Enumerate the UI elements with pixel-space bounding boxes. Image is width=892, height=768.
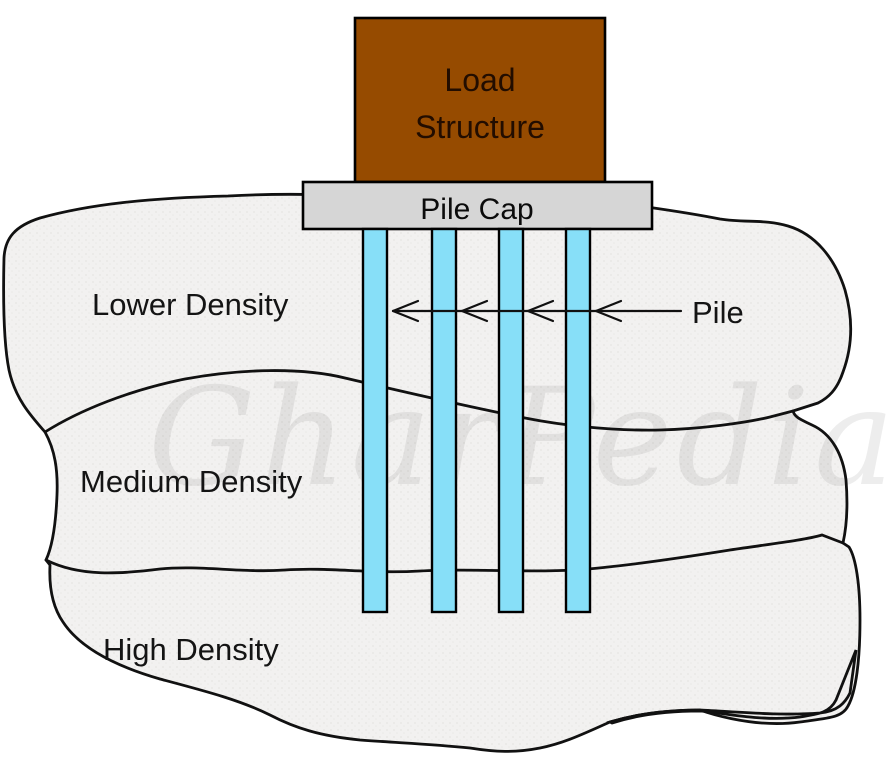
layer-label-medium-density: Medium Density — [80, 464, 303, 499]
load-structure-block — [353, 16, 607, 184]
layer-label-lower-density: Lower Density — [92, 287, 289, 322]
pile-1 — [361, 227, 389, 614]
boundary-medium-high — [44, 533, 845, 575]
pile-label: Pile — [692, 295, 744, 330]
load-structure-label-line2: Structure — [415, 109, 545, 145]
pile-4 — [564, 227, 592, 614]
layer-label-high-density: High Density — [103, 632, 279, 667]
arrowhead-icon — [460, 299, 489, 323]
pile-arrow — [391, 299, 683, 323]
arrowhead-icon — [594, 299, 623, 323]
boundary-lower-medium — [43, 369, 795, 434]
pile-3 — [497, 227, 525, 614]
load-structure-label-line1: Load — [444, 62, 515, 98]
pile-cap — [301, 180, 654, 231]
pile-cap-label: Pile Cap — [420, 193, 533, 226]
pile-2 — [430, 227, 458, 614]
arrowhead-icon — [526, 299, 555, 323]
soil-bottom-edge — [606, 649, 858, 725]
arrowhead-icon — [391, 299, 420, 323]
